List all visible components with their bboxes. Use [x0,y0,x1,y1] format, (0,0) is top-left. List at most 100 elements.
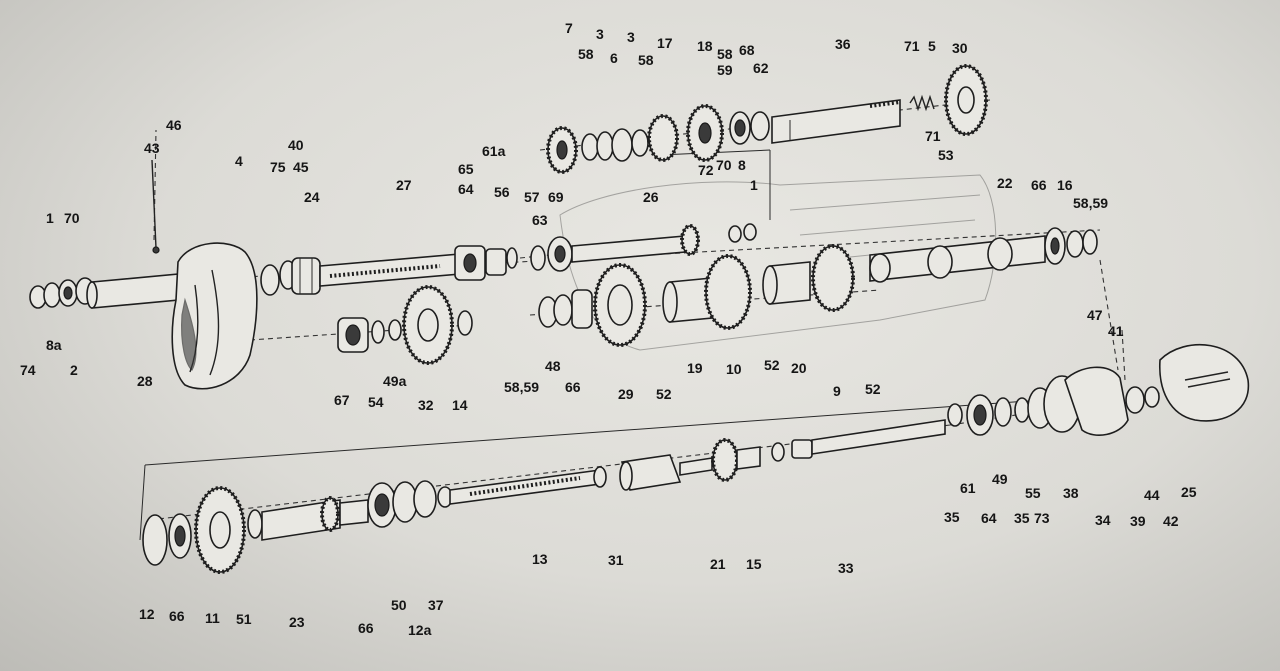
part-label: 61a [482,143,506,159]
part-label: 27 [396,177,412,193]
part-label: 12a [408,622,432,638]
part-label: 70 [64,210,80,226]
part-label: 64 [981,510,997,526]
part-label: 6 [610,50,618,66]
part-label: 8 [738,157,746,173]
part-label: 35 [1014,510,1030,526]
part-label: 71 [925,128,941,144]
part-label: 63 [532,212,548,228]
part-label: 23 [289,614,305,630]
part-label: 9 [833,383,841,399]
part-label: 21 [710,556,726,572]
part-label: 1 [750,177,758,193]
part-label: 66 [565,379,581,395]
part-label: 72 [698,162,714,178]
part-label: 42 [1163,513,1179,529]
part-label: 68 [739,42,755,58]
part-label: 31 [608,552,624,568]
part-label: 49a [383,373,407,389]
input-shaft-group [29,159,518,390]
part-label: 11 [205,610,220,626]
part-label: 34 [1095,512,1111,528]
part-label: 45 [293,159,309,175]
part-label: 7 [565,20,573,36]
part-label: 35 [944,509,960,525]
part-label: 58 [578,46,594,62]
part-label: 38 [1063,485,1079,501]
part-label: 13 [532,551,548,567]
part-label: 3 [627,29,635,45]
part-label: 47 [1087,307,1103,323]
part-label: 66 [169,608,185,624]
part-label: 26 [643,189,659,205]
part-label: 36 [835,36,851,52]
part-label: 66 [358,620,374,636]
layshaft-row [538,244,855,347]
part-label: 37 [428,597,444,613]
part-label: 52 [764,357,780,373]
part-label: 59 [717,62,733,78]
part-label: 44 [1144,487,1160,503]
part-label: 65 [458,161,474,177]
part-label: 40 [288,137,304,153]
part-label: 58,59 [1073,195,1108,211]
shaft-22-group [869,227,1098,283]
part-label: 58 [638,52,654,68]
part-label: 1 [46,210,54,226]
part-label: 30 [952,40,968,56]
part-label: 33 [838,560,854,576]
part-label: 71 [904,38,920,54]
part-label: 66 [1031,177,1047,193]
part-label: 2 [70,362,78,378]
part-label: 43 [144,140,160,156]
part-label: 73 [1034,510,1050,526]
part-label: 10 [726,361,742,377]
part-label: 19 [687,360,703,376]
part-label: 29 [618,386,634,402]
gear-32-group [337,285,473,365]
part-label: 62 [753,60,769,76]
part-label: 69 [548,189,564,205]
part-label: 49 [992,471,1008,487]
part-label: 14 [452,397,468,413]
part-label: 48 [545,358,561,374]
part-labels: 1 70 8a 2 74 28 43 46 4 40 75 45 24 27 6… [20,20,1197,638]
part-label: 50 [391,597,407,613]
part-label: 25 [1181,484,1197,500]
part-label: 15 [746,556,762,572]
part-label: 24 [304,189,320,205]
part-label: 55 [1025,485,1041,501]
part-label: 58 [717,46,733,62]
part-label: 4 [235,153,243,169]
part-label: 67 [334,392,350,408]
part-label: 61 [960,480,976,496]
part-label: 57 [524,189,540,205]
part-label: 52 [865,381,881,397]
part-label: 28 [137,373,153,389]
part-label: 41 [1108,323,1124,339]
part-label: 52 [656,386,672,402]
part-label: 58,59 [504,379,539,395]
middle-shaft-group [530,223,757,272]
part-label: 3 [596,26,604,42]
part-label: 46 [166,117,182,133]
part-label: 17 [657,35,673,51]
main-shaft-group [142,419,946,574]
part-label: 51 [236,611,252,627]
part-label: 12 [139,606,155,622]
part-label: 5 [928,38,936,54]
part-label: 70 [716,157,732,173]
part-label: 75 [270,159,286,175]
part-label: 54 [368,394,384,410]
part-label: 18 [697,38,713,54]
part-label: 56 [494,184,510,200]
end-cover-group [947,343,1250,436]
part-label: 22 [997,175,1013,191]
part-label: 32 [418,397,434,413]
part-label: 53 [938,147,954,163]
part-label: 20 [791,360,807,376]
top-gear-cluster [546,64,988,174]
part-label: 74 [20,362,36,378]
